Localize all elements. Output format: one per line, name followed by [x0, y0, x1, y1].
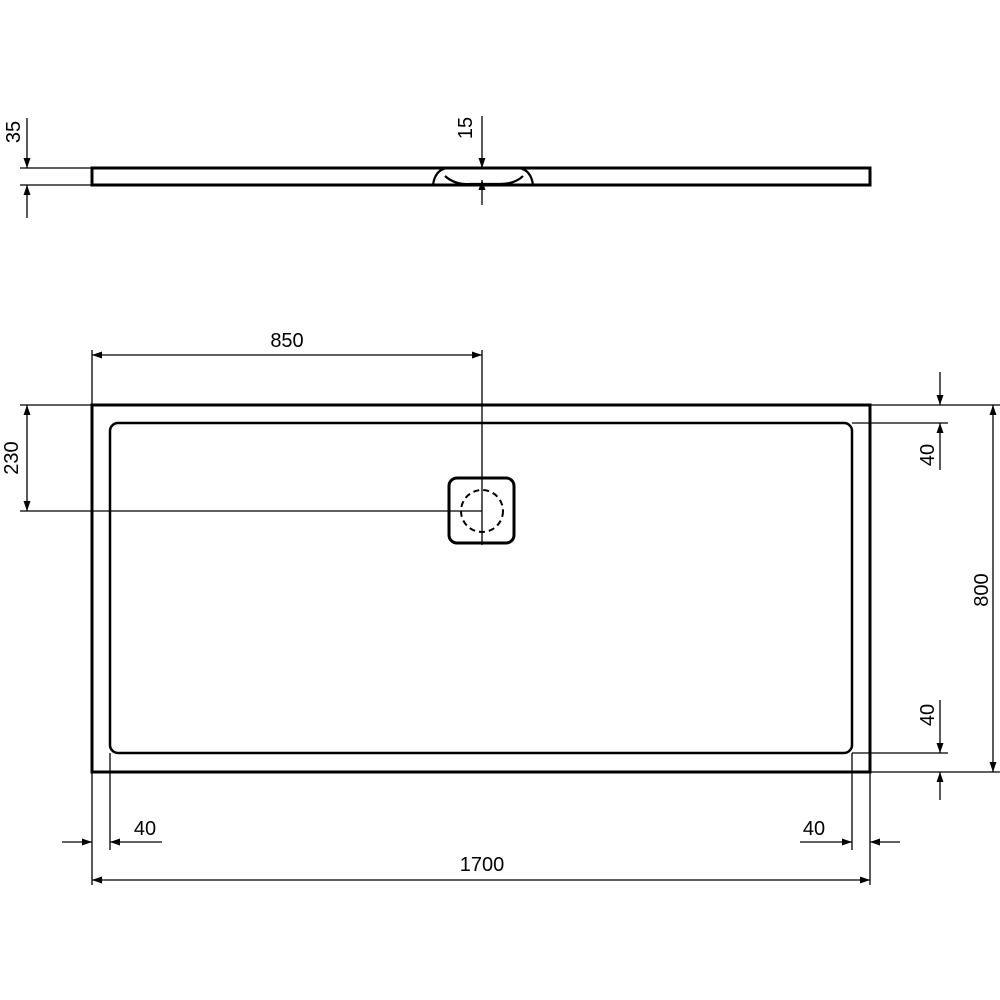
drain-depth-dim-label: 15 [455, 117, 477, 139]
drain-profile [431, 166, 535, 186]
rim-left-dim-label: 40 [134, 818, 156, 840]
rim-top-dim-label: 40 [917, 444, 939, 466]
tray-inner-basin [108, 421, 854, 755]
height-dim-label: 35 [3, 121, 25, 143]
drain-y-dim-label: 230 [1, 441, 23, 474]
side-view: 35 15 [3, 116, 872, 218]
plan-view: 850 230 800 40 40 40 40 1700 [1, 330, 1000, 885]
tray-side-profile [90, 166, 872, 187]
tray-outline [90, 403, 872, 774]
drain-x-dim-label: 850 [270, 330, 303, 352]
rim-bottom-dim-label: 40 [917, 704, 939, 726]
rim-right-dim-label: 40 [803, 818, 825, 840]
width-dim-label: 800 [971, 573, 993, 606]
length-dim-label: 1700 [460, 854, 505, 876]
